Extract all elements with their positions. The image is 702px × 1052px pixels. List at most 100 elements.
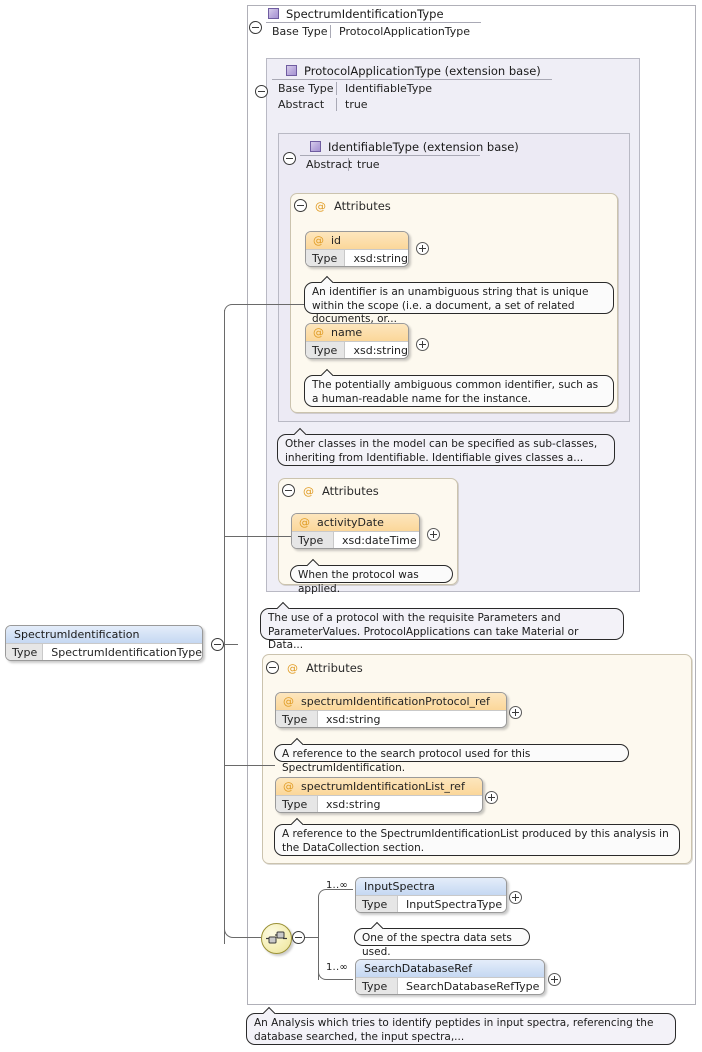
expand-icon-attribute-name[interactable] <box>416 338 429 351</box>
sequence-glyph <box>266 931 287 944</box>
attribute-doc-activity-date: When the protocol was applied. <box>290 565 453 595</box>
bubble-tip <box>307 558 320 566</box>
attribute-name: activityDate <box>317 516 384 529</box>
connector-to-input-spectra <box>326 889 353 890</box>
type-title: ProtocolApplicationType (extension base) <box>304 63 541 78</box>
sequence-compositor-icon[interactable] <box>261 923 292 954</box>
type-title: SpectrumIdentificationType <box>286 6 444 21</box>
type-label: Type <box>276 711 318 727</box>
occurrence-input-spectra: 1..∞ <box>326 880 348 891</box>
expand-icon-attribute-spectrum-identification-list-ref[interactable] <box>485 791 498 804</box>
connector-branch-identifiable <box>232 304 304 305</box>
attribute-name-row: @ spectrumIdentificationList_ref <box>276 778 482 796</box>
expand-icon-search-database-ref[interactable] <box>548 973 561 986</box>
bubble-tip <box>263 1006 276 1014</box>
connector-branch-spectrum-identification-attrs <box>224 765 275 766</box>
connector-children-vertical <box>318 897 319 980</box>
at-sign-icon: @ <box>287 661 298 675</box>
abstract-label: Abstract <box>306 157 353 171</box>
doc-text: Other classes in the model can be specif… <box>285 438 598 464</box>
collapse-icon-protocol-application-attributes[interactable] <box>282 484 295 497</box>
bubble-tip <box>291 817 304 825</box>
attribute-name-row: @ activityDate <box>292 514 419 532</box>
divider <box>266 22 481 23</box>
bubble-tip <box>294 427 307 435</box>
type-label: Type <box>6 644 44 660</box>
abstract-value: true <box>336 97 368 111</box>
attribute-node-spectrum-identification-protocol-ref[interactable]: @ spectrumIdentificationProtocol_ref Typ… <box>275 692 507 728</box>
attribute-type-row: Type xsd:string <box>306 342 408 358</box>
collapse-icon-protocol-application-type[interactable] <box>255 85 268 98</box>
collapse-icon-identifiable-attributes[interactable] <box>294 199 307 212</box>
type-value: xsd:string <box>326 798 381 811</box>
identifiable-type-doc: Other classes in the model can be specif… <box>277 434 615 466</box>
collapse-icon-root-element[interactable] <box>211 638 224 651</box>
collapse-icon-sequence[interactable] <box>292 931 305 944</box>
type-label: Type <box>306 342 346 358</box>
divider <box>272 79 552 80</box>
type-value: SpectrumIdentificationType <box>51 646 202 659</box>
collapse-icon-spectrum-identification-type[interactable] <box>249 21 262 34</box>
attribute-name: id <box>331 234 342 247</box>
attribute-node-name[interactable]: @ name Type xsd:string <box>305 323 409 359</box>
connector-corner-search-database-ref <box>318 971 327 980</box>
divider <box>300 155 480 156</box>
identifiable-attributes-header: @ Attributes <box>315 199 391 213</box>
bubble-tip <box>291 737 304 745</box>
type-square-icon <box>286 65 297 76</box>
collapse-icon-spectrum-identification-attributes[interactable] <box>266 661 279 674</box>
type-label: Type <box>356 978 398 994</box>
attribute-name: name <box>331 326 363 339</box>
spectrum-identification-type-doc: An Analysis which tries to identify pept… <box>246 1013 676 1045</box>
attribute-node-activity-date[interactable]: @ activityDate Type xsd:dateTime <box>291 513 420 549</box>
type-label: Type <box>306 250 346 266</box>
base-type-row: Base Type ProtocolApplicationType <box>266 23 481 39</box>
base-type-value: ProtocolApplicationType <box>330 24 470 38</box>
base-type-row: Base Type IdentifiableType <box>272 80 552 96</box>
element-node-spectrum-identification[interactable]: SpectrumIdentification Type SpectrumIden… <box>5 625 203 661</box>
base-type-label: Base Type <box>272 24 328 38</box>
expand-icon-attribute-spectrum-identification-protocol-ref[interactable] <box>509 706 522 719</box>
type-label: Type <box>292 532 334 548</box>
doc-text: An Analysis which tries to identify pept… <box>254 1017 654 1043</box>
abstract-label: Abstract <box>278 97 325 111</box>
attribute-node-spectrum-identification-list-ref[interactable]: @ spectrumIdentificationList_ref Type xs… <box>275 777 483 813</box>
identifiable-type-header: IdentifiableType (extension base) Abstra… <box>300 138 550 172</box>
expand-icon-input-spectra[interactable] <box>509 891 522 904</box>
type-label: Type <box>356 896 398 912</box>
attribute-type-row: Type xsd:string <box>306 250 408 266</box>
element-name: SpectrumIdentification <box>6 626 202 644</box>
bubble-tip <box>321 275 334 283</box>
expand-icon-attribute-id[interactable] <box>416 242 429 255</box>
doc-text: When the protocol was applied. <box>298 569 419 595</box>
connector-sequence-stub <box>305 937 318 938</box>
abstract-value: true <box>348 157 380 171</box>
doc-text: A reference to the search protocol used … <box>282 748 531 774</box>
doc-text: One of the spectra data sets used. <box>362 932 512 958</box>
connector-to-sequence <box>233 937 261 938</box>
attribute-name: spectrumIdentificationProtocol_ref <box>301 695 490 708</box>
collapse-icon-identifiable-type[interactable] <box>283 152 296 165</box>
protocol-application-type-doc: The use of a protocol with the requisite… <box>260 608 624 651</box>
element-node-search-database-ref[interactable]: SearchDatabaseRef Type SearchDatabaseRef… <box>355 959 545 995</box>
attributes-label: Attributes <box>306 661 363 675</box>
spectrum-identification-type-header: SpectrumIdentificationType Base Type Pro… <box>266 5 481 39</box>
spectrum-identification-attributes-header: @ Attributes <box>287 661 363 675</box>
connector-trunk-vertical-lower <box>224 644 225 944</box>
protocol-application-type-header: ProtocolApplicationType (extension base)… <box>272 62 552 112</box>
doc-text: An identifier is an unambiguous string t… <box>312 286 589 325</box>
element-node-input-spectra[interactable]: InputSpectra Type InputSpectraType <box>355 877 507 913</box>
at-sign-icon: @ <box>313 326 324 339</box>
attribute-doc-name: The potentially ambiguous common identif… <box>304 375 614 407</box>
type-value: SearchDatabaseRefType <box>406 980 540 993</box>
type-value: xsd:dateTime <box>342 534 417 547</box>
at-sign-icon: @ <box>283 780 294 793</box>
at-sign-icon: @ <box>299 516 310 529</box>
doc-text: The use of a protocol with the requisite… <box>268 612 579 651</box>
attribute-type-row: Type xsd:string <box>276 796 482 812</box>
attribute-node-id[interactable]: @ id Type xsd:string <box>305 231 409 267</box>
expand-icon-attribute-activity-date[interactable] <box>427 528 440 541</box>
element-type-row: Type SearchDatabaseRefType <box>356 978 544 994</box>
at-sign-icon: @ <box>283 695 294 708</box>
at-sign-icon: @ <box>313 234 324 247</box>
